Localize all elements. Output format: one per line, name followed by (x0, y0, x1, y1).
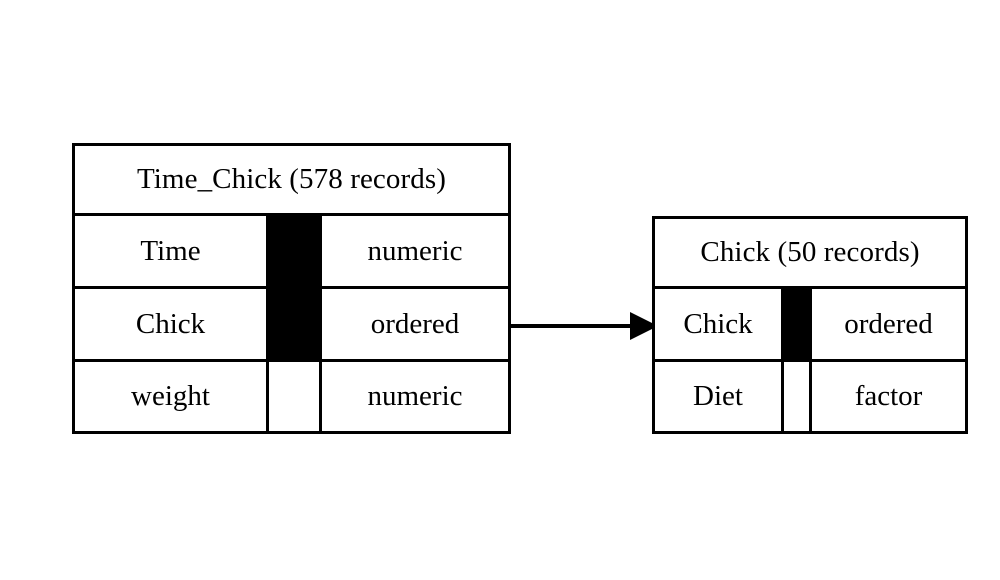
attribute-type: numeric (322, 362, 508, 431)
primary-key-marker (266, 289, 322, 359)
attribute-type: numeric (322, 216, 508, 286)
attribute-list-chick: Chick ordered Diet factor (655, 289, 965, 431)
primary-key-marker (781, 289, 812, 359)
primary-key-marker (266, 362, 322, 431)
relationship-arrow-icon (508, 312, 658, 340)
attribute-list-time-chick: Time numeric Chick ordered weight numeri… (75, 216, 508, 431)
attribute-row[interactable]: weight numeric (75, 362, 508, 431)
attribute-row[interactable]: Time numeric (75, 216, 508, 289)
attribute-row[interactable]: Diet factor (655, 362, 965, 431)
attribute-row[interactable]: Chick ordered (75, 289, 508, 362)
entity-title-chick: Chick (50 records) (655, 219, 965, 289)
attribute-type: ordered (322, 289, 508, 359)
attribute-type: factor (812, 362, 965, 431)
primary-key-marker (266, 216, 322, 286)
entity-time-chick[interactable]: Time_Chick (578 records) Time numeric Ch… (72, 143, 511, 434)
attribute-name: Time (75, 216, 266, 286)
entity-title-time-chick: Time_Chick (578 records) (75, 146, 508, 216)
attribute-name: Chick (655, 289, 781, 359)
primary-key-marker (781, 362, 812, 431)
attribute-row[interactable]: Chick ordered (655, 289, 965, 362)
attribute-name: weight (75, 362, 266, 431)
attribute-name: Diet (655, 362, 781, 431)
attribute-name: Chick (75, 289, 266, 359)
attribute-type: ordered (812, 289, 965, 359)
entity-chick[interactable]: Chick (50 records) Chick ordered Diet fa… (652, 216, 968, 434)
